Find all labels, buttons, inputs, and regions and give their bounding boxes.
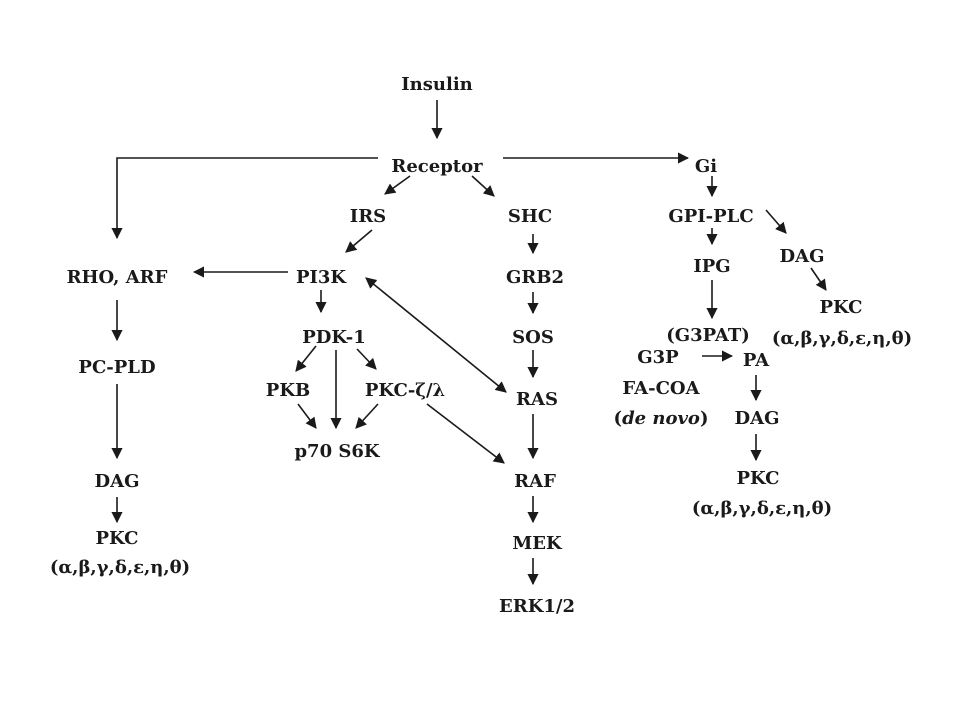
node-p70s6k: p70 S6K: [294, 441, 380, 462]
node-dag-right: DAG: [780, 246, 825, 267]
node-pkc-mid-isoforms: (α,β,γ,δ,ε,η,θ): [692, 498, 832, 519]
node-pa: PA: [743, 350, 770, 371]
edge-pkczeta-p70: [355, 403, 379, 429]
edge-gpiplc-dag: [765, 209, 787, 234]
de-novo-open-paren: (: [614, 408, 623, 429]
node-rho-arf: RHO, ARF: [67, 267, 168, 288]
edge-receptor-shc: [471, 175, 495, 197]
node-pkc-right: PKC: [819, 297, 862, 318]
node-dag-mid: DAG: [735, 408, 780, 429]
node-shc: SHC: [508, 206, 552, 227]
node-receptor: Receptor: [391, 156, 483, 177]
node-gpi-plc: GPI-PLC: [668, 206, 753, 227]
node-pc-pld: PC-PLD: [78, 357, 155, 378]
edge-receptor-irs: [384, 175, 411, 195]
node-dag-left: DAG: [95, 471, 140, 492]
node-ipg: IPG: [693, 256, 730, 277]
node-fa-coa: FA-COA: [622, 378, 700, 399]
node-pkc-left: PKC: [95, 528, 138, 549]
node-pdk1: PDK-1: [302, 327, 365, 348]
node-grb2: GRB2: [506, 267, 564, 288]
node-gi: Gi: [695, 156, 717, 177]
node-de-novo-line: (de novo): [614, 408, 709, 429]
node-pi3k: PI3K: [296, 267, 347, 288]
node-g3p: G3P: [637, 347, 679, 368]
edge-pkczeta-raf: [426, 403, 505, 464]
nodes: Insulin Receptor Gi IRS SHC GPI-PLC DAG …: [50, 74, 912, 617]
node-pkc-mid: PKC: [736, 468, 779, 489]
node-pkb: PKB: [266, 380, 310, 401]
node-insulin: Insulin: [401, 74, 473, 95]
node-ras: RAS: [516, 389, 558, 410]
edge-irs-pi3k: [345, 229, 373, 253]
edge-pdk1-pkb: [295, 345, 317, 372]
node-g3pat: (G3PAT): [666, 325, 750, 346]
edge-pkb-p70: [297, 403, 317, 429]
edge-pi3k-ras: [365, 277, 507, 393]
node-pkc-zeta: PKC-ζ/λ: [365, 380, 445, 401]
node-raf: RAF: [514, 471, 556, 492]
node-sos: SOS: [512, 327, 554, 348]
node-irs: IRS: [350, 206, 386, 227]
edge-receptor-rho: [111, 157, 378, 240]
node-mek: MEK: [512, 533, 563, 554]
node-pkc-right-isoforms: (α,β,γ,δ,ε,η,θ): [772, 328, 912, 349]
de-novo-close-paren: ): [700, 408, 709, 429]
node-erk: ERK1/2: [499, 596, 575, 617]
edges: [111, 100, 827, 586]
de-novo-text: de novo: [622, 408, 700, 429]
node-pkc-left-isoforms: (α,β,γ,δ,ε,η,θ): [50, 557, 190, 578]
edge-dag-pkc-right: [810, 267, 827, 291]
edge-pdk1-pkczeta: [356, 348, 377, 370]
